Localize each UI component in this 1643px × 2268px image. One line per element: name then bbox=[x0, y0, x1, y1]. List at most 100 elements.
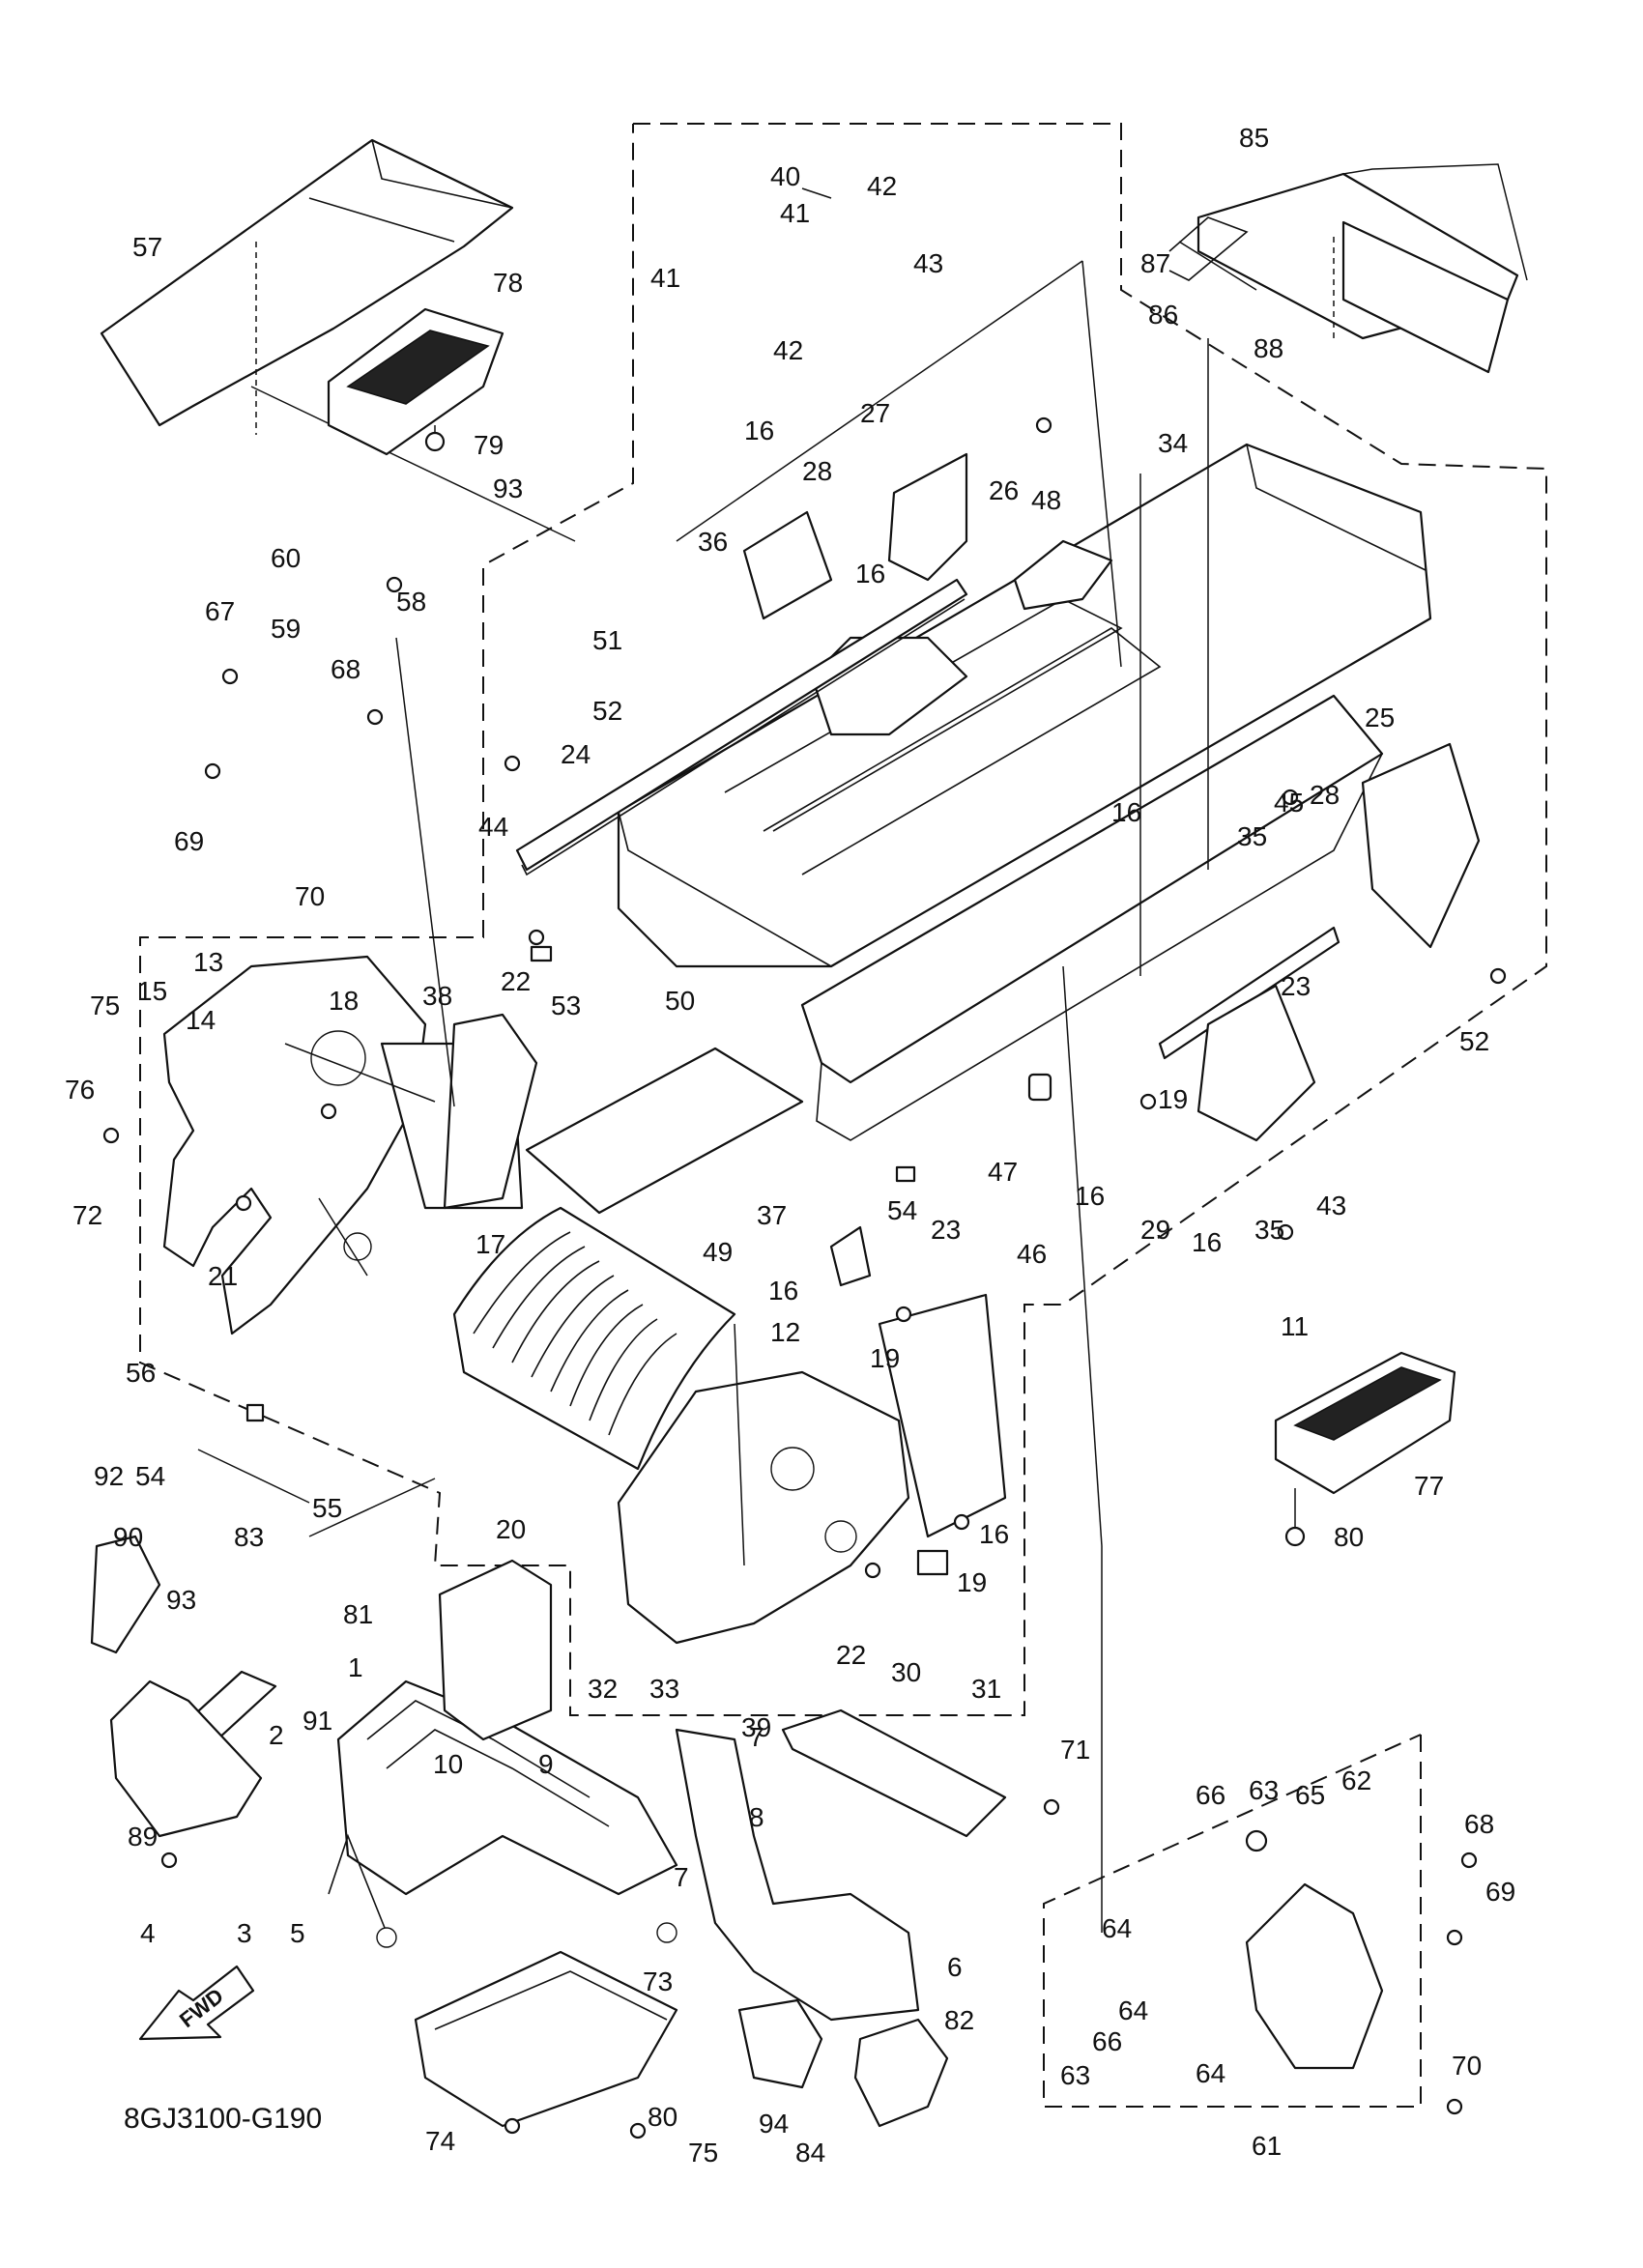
callout-74: 73 bbox=[643, 1967, 673, 1996]
callout-17: 16 bbox=[979, 1519, 1009, 1549]
callout-21: 20 bbox=[496, 1514, 526, 1544]
callout-53: 52 bbox=[1459, 1026, 1489, 1056]
callout-20: 19 bbox=[1158, 1084, 1188, 1114]
callout-3: 3 bbox=[237, 1918, 252, 1948]
callout-35a: 34 bbox=[1158, 428, 1188, 458]
part-81-cover bbox=[737, 1998, 823, 2089]
callout-64c: 64 bbox=[1196, 2058, 1225, 2088]
callout-78: 77 bbox=[1414, 1471, 1444, 1501]
callout-46: 45 bbox=[1274, 788, 1304, 818]
part-90-guard bbox=[109, 1679, 263, 1838]
side-brackets bbox=[742, 452, 1481, 1287]
callout-52a: 51 bbox=[592, 625, 622, 655]
callout-67: 66 bbox=[1196, 1780, 1225, 1810]
part-40-skid bbox=[781, 1708, 1007, 1838]
callout-61: 60 bbox=[271, 543, 301, 573]
callout-88: 87 bbox=[1140, 248, 1170, 278]
callout-13: 13 bbox=[193, 947, 223, 977]
callout-59: 58 bbox=[396, 587, 426, 617]
callout-14: 14 bbox=[186, 1005, 216, 1035]
part-58-floor-cover bbox=[100, 138, 576, 542]
callout-76: 75 bbox=[90, 990, 120, 1020]
callout-16b: 16 bbox=[855, 559, 885, 589]
callout-19c: 19 bbox=[957, 1567, 987, 1597]
callout-18: 17 bbox=[476, 1229, 505, 1259]
callout-44: 43 bbox=[1316, 1191, 1346, 1220]
callout-50: 49 bbox=[703, 1237, 733, 1267]
callout-43a: 42 bbox=[867, 171, 897, 201]
callout-92: 91 bbox=[303, 1706, 332, 1736]
callout-75b: 75 bbox=[688, 2138, 718, 2168]
part-24-runner-rail bbox=[1158, 926, 1340, 1060]
callout-labels: 1 2 3 4 5 6 7 7 8 9 10 11 12 13 14 15 16… bbox=[65, 123, 1515, 2168]
callout-95: 94 bbox=[759, 2109, 789, 2139]
callout-12: 12 bbox=[770, 1317, 800, 1347]
callout-72: 71 bbox=[1060, 1735, 1090, 1765]
callout-69b: 69 bbox=[1485, 1877, 1515, 1907]
callout-62: 61 bbox=[1252, 2131, 1282, 2161]
callout-8: 8 bbox=[749, 1802, 764, 1832]
callout-15: 15 bbox=[137, 976, 167, 1006]
callout-35b: 35 bbox=[1237, 821, 1267, 851]
callout-73: 72 bbox=[72, 1200, 102, 1230]
callout-25: 24 bbox=[561, 739, 591, 769]
callout-93b: 93 bbox=[166, 1585, 196, 1615]
callout-70b: 70 bbox=[1452, 2051, 1482, 2081]
callout-93a: 92 bbox=[94, 1461, 124, 1491]
callout-31: 30 bbox=[891, 1657, 921, 1687]
callout-19b: 19 bbox=[870, 1343, 900, 1373]
callout-70a: 69 bbox=[174, 826, 204, 856]
callout-54b: 54 bbox=[887, 1195, 917, 1225]
part-62-housing bbox=[1245, 1882, 1384, 2070]
part-1-front-frame bbox=[328, 1679, 678, 1948]
callout-2: 2 bbox=[269, 1720, 284, 1750]
callout-55: 54 bbox=[135, 1461, 165, 1491]
callout-81: 80 bbox=[648, 2102, 677, 2132]
callout-16f: 16 bbox=[768, 1276, 798, 1306]
part-74-skid-plate bbox=[414, 1950, 678, 2128]
callout-52b: 52 bbox=[592, 696, 622, 726]
callout-28a: 27 bbox=[860, 398, 890, 428]
part-6-side-bracket bbox=[675, 1728, 920, 2022]
callout-24: 23 bbox=[1281, 971, 1311, 1001]
part-13-side-panel bbox=[162, 955, 538, 1335]
callout-6: 6 bbox=[947, 1952, 963, 1982]
diagram-code: 8GJ3100-G190 bbox=[124, 2103, 322, 2135]
callout-60: 59 bbox=[271, 614, 301, 644]
callout-94: 93 bbox=[493, 474, 523, 503]
part-86-rear-housing bbox=[1168, 163, 1528, 374]
callout-79: 78 bbox=[493, 268, 523, 298]
subassembly-boundaries bbox=[139, 123, 1547, 2108]
callout-22a: 21 bbox=[208, 1261, 238, 1291]
callout-69a: 68 bbox=[331, 654, 360, 684]
callout-90: 89 bbox=[128, 1822, 158, 1852]
callout-80b: 80 bbox=[1334, 1522, 1364, 1552]
callout-27: 26 bbox=[989, 475, 1019, 505]
callout-5: 5 bbox=[290, 1918, 305, 1948]
callout-54a: 53 bbox=[551, 990, 581, 1020]
callout-64b: 64 bbox=[1118, 1995, 1148, 2025]
part-78-vent-cover bbox=[1274, 1351, 1456, 1547]
callout-42a: 41 bbox=[650, 263, 680, 293]
callout-36: 35 bbox=[1254, 1215, 1284, 1245]
part-50-plate bbox=[525, 1047, 804, 1215]
part-83-cover bbox=[853, 2018, 949, 2128]
callout-32: 31 bbox=[971, 1674, 1001, 1704]
callout-19a: 18 bbox=[329, 986, 359, 1016]
callout-75a: 74 bbox=[425, 2126, 455, 2156]
callout-86: 85 bbox=[1239, 123, 1269, 153]
part-21-heat-exchanger bbox=[452, 1206, 736, 1471]
callout-7b: 7 bbox=[674, 1862, 689, 1892]
callout-57: 56 bbox=[126, 1358, 156, 1388]
callout-89: 88 bbox=[1254, 333, 1283, 363]
callout-63b: 63 bbox=[1060, 2060, 1090, 2090]
callout-34: 33 bbox=[649, 1674, 679, 1704]
callout-58: 57 bbox=[132, 232, 162, 262]
callout-40: 39 bbox=[741, 1712, 771, 1742]
callout-56: 55 bbox=[312, 1493, 342, 1523]
callout-16e: 16 bbox=[1192, 1227, 1222, 1257]
callout-91: 90 bbox=[113, 1522, 143, 1552]
callout-68a: 67 bbox=[205, 596, 235, 626]
callout-1: 1 bbox=[348, 1652, 363, 1682]
